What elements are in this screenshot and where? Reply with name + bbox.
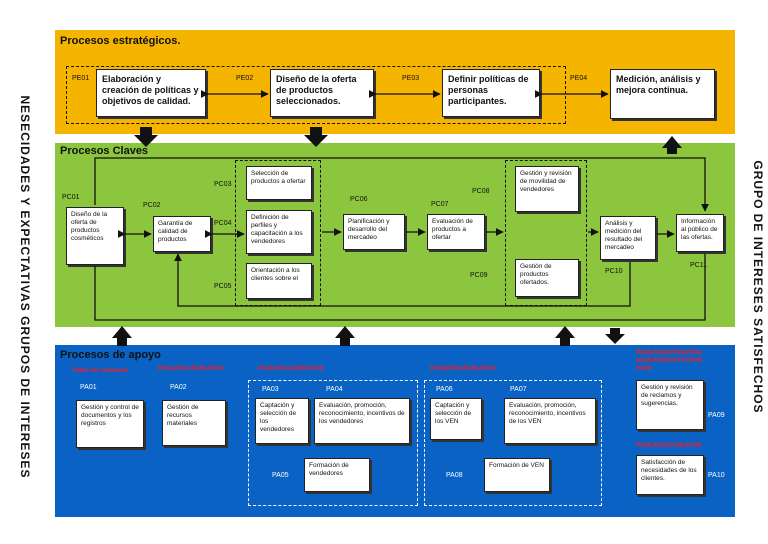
code-pe02: PE02	[236, 75, 254, 82]
box-pa10: Satisfacción de necesidades de los clien…	[636, 455, 704, 495]
box-pc10: Análisis y medición del resultado del me…	[600, 216, 656, 260]
code-pc01: PC01	[62, 194, 80, 201]
box-pc05: Orientación a los clientes sobre el	[246, 263, 312, 299]
code-pa09: PA09	[708, 412, 725, 419]
box-pe03: Definir políticas de personas participan…	[442, 69, 540, 117]
left-side-label: NESECIDADES Y EXPECTATIVAS GRUPOS DE INT…	[18, 95, 32, 479]
block-arrow-up-4	[112, 326, 132, 346]
box-pa07: Evaluación, promoción, reconocimiento, i…	[504, 398, 596, 444]
support-dashed-group-1	[248, 380, 418, 506]
code-pc07: PC07	[431, 201, 449, 208]
support-title: Procesos de apoyo	[60, 349, 161, 361]
box-pa02: Gestión de recursos materiales	[162, 400, 226, 446]
code-pc06: PC06	[350, 196, 368, 203]
code-pa03: PA03	[262, 386, 279, 393]
box-pe01: Elaboración y creación de políticas y ob…	[96, 69, 206, 117]
code-pc09: PC09	[470, 272, 488, 279]
code-pa02: PA02	[170, 384, 187, 391]
red-label-pa09b: PC05,PC06,PC07,PC08,	[636, 358, 703, 364]
code-pa04: PA04	[326, 386, 343, 393]
box-pe04: Medición, análisis y mejora continua.	[610, 69, 715, 119]
block-arrow-up-5	[335, 326, 355, 346]
box-pa03: Captación y selección de los vendedores	[255, 398, 309, 444]
code-pc10: PC10	[605, 268, 623, 275]
box-pc09: Gestión de productos ofertados.	[515, 259, 579, 297]
block-arrow-down-7	[605, 328, 625, 344]
code-pa01: PA01	[80, 384, 97, 391]
code-pc02: PC02	[143, 202, 161, 209]
red-label-pa02: PC01,PC02,PC06,PC06	[158, 366, 224, 372]
code-pc05: PC05	[214, 283, 232, 290]
code-pa07: PA07	[510, 386, 527, 393]
key-title: Procesos Claves	[60, 145, 149, 157]
box-pe02: Diseño de la oferta de productos selecci…	[270, 69, 374, 117]
red-label-pa06: PC06,PC06,PC06,PC06	[430, 366, 496, 372]
box-pa05: Formación de vendedores	[304, 458, 370, 492]
box-pa01: Gestión y control de documentos y los re…	[76, 400, 144, 448]
code-pe04: PE04	[570, 75, 588, 82]
red-label-pa10: PC06,PC06,PC06,PC06	[636, 443, 702, 449]
code-pa08: PA08	[446, 472, 463, 479]
box-pc08: Gestión y revisión de movilidad de vende…	[515, 166, 579, 212]
red-label-pa09a: PC01,PC02,PC03,PC04,	[636, 350, 703, 356]
box-pc06: Planificación y desarrollo del mercadeo	[343, 214, 405, 250]
code-pa10: PA10	[708, 472, 725, 479]
box-pa09: Gestión y revisión de reclamos y sugeren…	[636, 380, 704, 430]
code-pc11: PC11	[690, 262, 707, 269]
red-label-pa09c: PC09	[636, 366, 652, 372]
code-pe03: PE03	[402, 75, 420, 82]
code-pc04: PC04	[214, 220, 232, 227]
red-label-todos: Todos los procesos	[72, 368, 129, 374]
support-dashed-group-2	[424, 380, 602, 506]
code-pc08: PC08	[472, 188, 490, 195]
box-pa06: Captación y selección de los VEN	[430, 398, 482, 440]
box-pc04: Definición de perfiles y capacitación a …	[246, 210, 312, 254]
code-pa06: PA06	[436, 386, 453, 393]
block-arrow-up-6	[555, 326, 575, 346]
box-pc07: Evaluación de productos a ofertar	[427, 214, 485, 250]
red-label-pa03: PC03,PC04,PC05,PC06	[258, 366, 324, 372]
strategic-title: Procesos estratégicos.	[60, 35, 181, 47]
box-pc01: Diseño de la oferta de productos cosméti…	[66, 207, 124, 265]
right-side-label: GRUPO DE INTERESES SATISFECHOS	[751, 160, 765, 414]
code-pe01: PE01	[72, 75, 90, 82]
code-pc03: PC03	[214, 181, 232, 188]
box-pa04: Evaluación, promoción, reconocimiento, i…	[314, 398, 410, 444]
code-pa05: PA05	[272, 472, 289, 479]
box-pc02: Garantía de calidad de productos	[153, 216, 211, 252]
box-pc03: Selección de productos a ofertar	[246, 166, 312, 200]
box-pa08: Formación de VEN	[484, 458, 550, 492]
box-pc11: Información al público de las ofertas.	[676, 214, 724, 252]
